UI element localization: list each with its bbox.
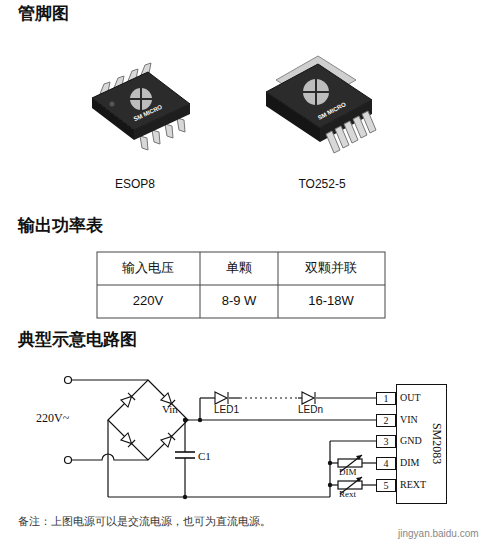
pin-number: 2: [377, 415, 395, 426]
led-symbols: [215, 392, 315, 404]
to252-package: [266, 56, 376, 153]
pin-box: 3: [376, 435, 396, 448]
pin-number: 1: [377, 393, 395, 404]
table-cell: 输入电压: [122, 261, 174, 276]
component-label: LEDn: [298, 404, 323, 416]
junction-dots: [183, 418, 362, 499]
table-cell: 16-18W: [308, 294, 354, 309]
component-label: C1: [198, 450, 211, 463]
pin-box: 2: [376, 414, 396, 427]
watermark: jingyan.baidu.com: [398, 528, 479, 540]
part-number: SM2083: [430, 423, 443, 464]
net-name: Vin: [162, 403, 178, 416]
circuit-wires: [65, 377, 377, 498]
note-text: 备注：上图电源可以是交流电源，也可为直流电源。: [18, 515, 271, 528]
component-label: LED1: [214, 404, 239, 416]
pin-box: 4: [376, 457, 396, 470]
table-cell: 220V: [133, 294, 163, 309]
pin-box: 5: [376, 479, 396, 492]
supply-label: 220V~: [36, 412, 69, 426]
pin-name: DIM: [400, 457, 419, 468]
table-cell: 8-9 W: [222, 294, 257, 309]
table-cell: 单颗: [226, 261, 252, 276]
component-label: DIM: [339, 467, 357, 477]
pin-name: REXT: [400, 479, 426, 490]
pin-name: VIN: [400, 414, 418, 425]
esop8-package: [92, 63, 190, 150]
section-heading: 典型示意电路图: [18, 330, 137, 350]
component-label: Rext: [339, 489, 356, 499]
bridge-diodes: [121, 393, 175, 447]
table-grid: [97, 252, 385, 318]
pin-number: 4: [377, 458, 395, 469]
package-name: TO252-5: [298, 178, 345, 192]
pin-box: 1: [376, 392, 396, 405]
section-heading: 管脚图: [18, 4, 69, 24]
pin-name: OUT: [400, 392, 421, 403]
package-name: ESOP8: [115, 178, 155, 192]
ic-body: OUT VIN GND DIM REXT SM2083: [396, 384, 447, 504]
pin-number: 3: [377, 436, 395, 447]
pin-name: GND: [400, 435, 422, 446]
section-heading: 输出功率表: [18, 216, 103, 236]
pin-number: 5: [377, 480, 395, 491]
table-cell: 双颗并联: [305, 261, 357, 276]
